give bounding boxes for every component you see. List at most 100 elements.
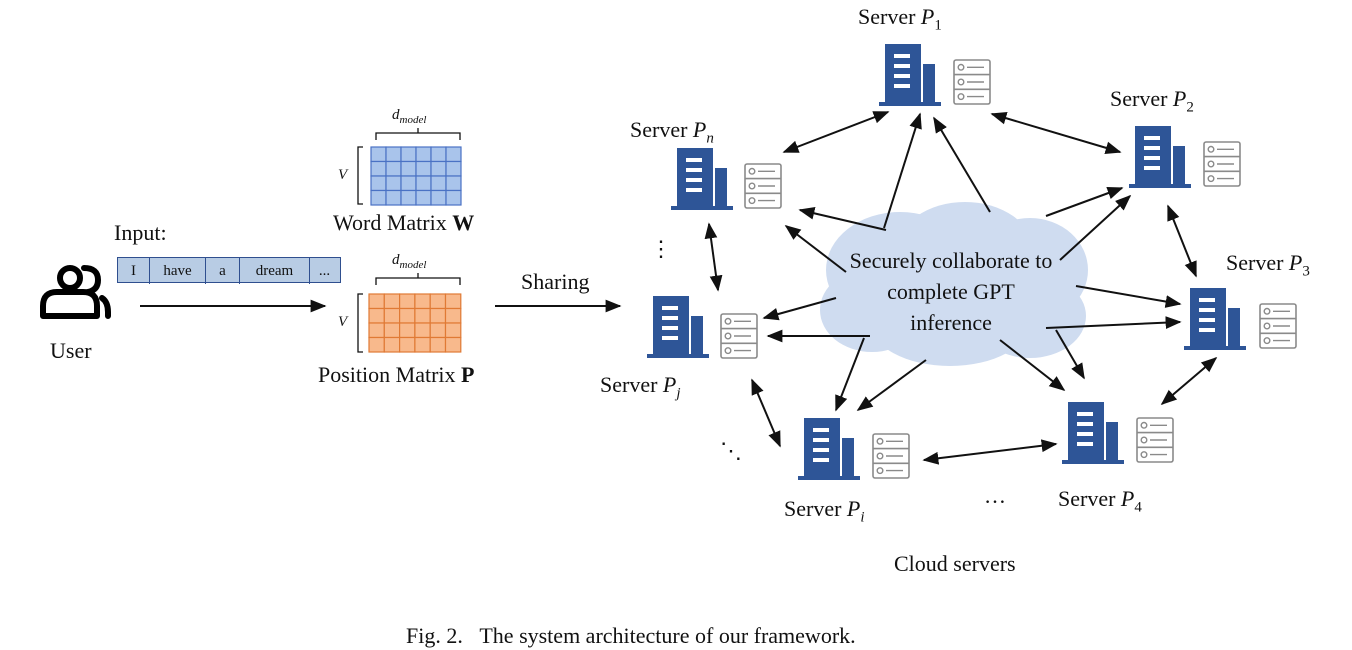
token: dream bbox=[240, 258, 310, 284]
cloud-to-pn-b bbox=[784, 225, 847, 273]
matrix-cell bbox=[399, 336, 416, 353]
matrix-cell bbox=[385, 146, 402, 163]
server-p2-doc-icon bbox=[1203, 141, 1241, 187]
server-pi-icon bbox=[798, 418, 860, 480]
matrix-cell bbox=[400, 160, 417, 177]
cloud-to-pi-a bbox=[835, 337, 865, 412]
matrix-cell bbox=[430, 160, 447, 177]
matrix-cell bbox=[444, 293, 462, 310]
cloud-to-pn-a bbox=[798, 207, 887, 231]
cloud-to-p2-b bbox=[1059, 194, 1132, 261]
vertical-ellipsis: ⋮ bbox=[650, 236, 672, 261]
word-matrix-dim-top: dmodel bbox=[392, 107, 427, 126]
server-p1-doc-icon bbox=[953, 59, 991, 105]
matrix-cell bbox=[385, 189, 402, 206]
matrix-cell bbox=[368, 293, 385, 310]
cloud-text-line: inference bbox=[910, 310, 992, 335]
input-label: Input: bbox=[114, 220, 167, 245]
server-p3-icon bbox=[1184, 288, 1246, 350]
server-pj-label: Server Pj bbox=[600, 372, 681, 402]
cloud-shape bbox=[820, 202, 1088, 366]
matrix-cell bbox=[430, 175, 447, 192]
matrix-cell bbox=[370, 175, 387, 192]
token: a bbox=[206, 258, 240, 284]
matrix-cell bbox=[414, 307, 431, 324]
server-p1-icon bbox=[879, 44, 941, 106]
cloud-text-line: complete GPT bbox=[887, 279, 1015, 304]
link-pi-p4 bbox=[922, 439, 1058, 465]
matrix-cell bbox=[383, 336, 401, 353]
server-pi-label: Server Pi bbox=[784, 496, 865, 526]
server-p4-doc-icon bbox=[1136, 417, 1174, 463]
figure-caption: Fig. 2. The system architecture of our f… bbox=[406, 623, 856, 648]
cloud-to-p2-a bbox=[1045, 186, 1124, 217]
matrix-cell bbox=[429, 322, 447, 339]
matrix-cell bbox=[429, 336, 447, 353]
cloud-text-line: Securely collaborate to bbox=[849, 248, 1053, 273]
server-p3-doc-icon bbox=[1259, 303, 1297, 349]
matrix-cell bbox=[415, 146, 432, 163]
link-p1-p2 bbox=[990, 111, 1122, 155]
word-matrix-label: Word Matrix W bbox=[333, 210, 475, 235]
token: ... bbox=[318, 262, 331, 279]
user-label: User bbox=[50, 338, 92, 363]
matrix-cell bbox=[430, 146, 447, 163]
matrix-cell bbox=[415, 160, 432, 177]
server-p2-label: Server P2 bbox=[1110, 86, 1194, 116]
server-pj-doc-icon bbox=[720, 313, 758, 359]
matrix-cell bbox=[370, 160, 387, 177]
matrix-cell bbox=[385, 175, 402, 192]
position-matrix-dim-top: dmodel bbox=[392, 252, 427, 271]
server-p4-label: Server P4 bbox=[1058, 486, 1142, 516]
position-matrix-dim-side: V bbox=[338, 314, 348, 330]
token: I bbox=[118, 258, 150, 284]
cloud-to-p1-a bbox=[883, 112, 922, 229]
matrix-cell bbox=[444, 336, 462, 353]
link-p3-p4 bbox=[1160, 356, 1218, 406]
matrix-cell bbox=[429, 307, 447, 324]
word-matrix-dim-side: V bbox=[338, 167, 348, 183]
cloud-to-p4-a bbox=[999, 339, 1066, 391]
word-matrix-grid bbox=[370, 146, 462, 206]
matrix-cell bbox=[414, 293, 431, 310]
matrix-cell bbox=[368, 336, 385, 353]
cloud-to-pj-a bbox=[762, 297, 837, 321]
server-p2-icon bbox=[1129, 126, 1191, 188]
matrix-cell bbox=[368, 322, 385, 339]
server-pj-icon bbox=[647, 296, 709, 358]
matrix-cell bbox=[445, 160, 462, 177]
server-pn-doc-icon bbox=[744, 163, 782, 209]
matrix-cell bbox=[399, 307, 416, 324]
matrix-cell bbox=[414, 336, 431, 353]
server-p1-label: Server P1 bbox=[858, 4, 942, 34]
link-pn-p1 bbox=[782, 111, 890, 153]
matrix-cell bbox=[444, 322, 462, 339]
link-pj-pi bbox=[751, 378, 781, 448]
matrix-cell bbox=[370, 146, 387, 163]
matrix-cell bbox=[399, 322, 416, 339]
cloud-to-pi-b bbox=[856, 359, 927, 411]
matrix-cell bbox=[400, 189, 417, 206]
cloud-to-p4-b bbox=[1055, 329, 1085, 380]
matrix-cell bbox=[429, 293, 447, 310]
input-token-sequence: I have a dream ... bbox=[117, 257, 341, 284]
server-pi-doc-icon bbox=[872, 433, 910, 479]
link-pn-pj bbox=[704, 222, 723, 292]
cloud-servers-label: Cloud servers bbox=[894, 551, 1016, 576]
matrix-cell bbox=[399, 293, 416, 310]
cloud-text: Securely collaborate to complete GPT inf… bbox=[820, 245, 1082, 338]
matrix-cell bbox=[385, 160, 402, 177]
cloud-to-p3-b bbox=[1045, 316, 1182, 330]
matrix-cell bbox=[414, 322, 431, 339]
cloud-to-p1-b bbox=[933, 116, 991, 213]
link-p2-p3 bbox=[1167, 204, 1197, 278]
matrix-cell bbox=[368, 307, 385, 324]
position-matrix-brackets bbox=[357, 273, 461, 353]
server-pn-label: Server Pn bbox=[630, 117, 714, 147]
diagonal-ellipsis: ⋱ bbox=[720, 438, 742, 463]
word-matrix-brackets bbox=[357, 128, 461, 205]
cloud-to-p3-a bbox=[1075, 285, 1182, 308]
server-pn-icon bbox=[671, 148, 733, 210]
